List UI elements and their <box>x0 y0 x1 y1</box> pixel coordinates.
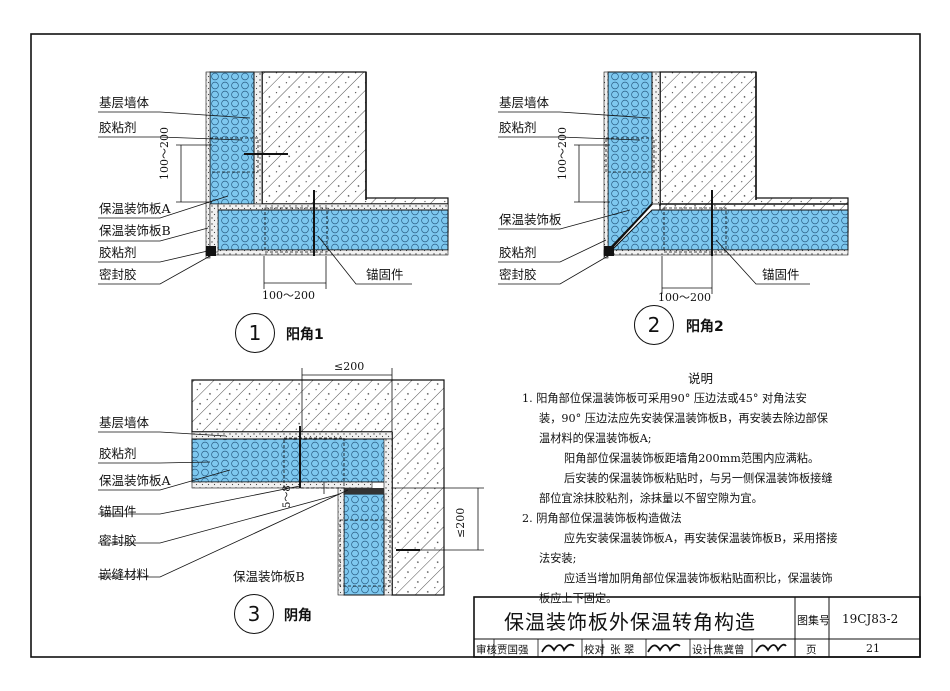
d3-board-a-label: 保温装饰板A <box>99 473 171 488</box>
d3-dim-top: ≤200 <box>334 360 365 373</box>
note-line: 应先安装保温装饰板A，再安装保温装饰板B，采用搭接 <box>564 532 838 545</box>
d2-number: 2 <box>634 305 674 345</box>
note-line: 应适当增加阴角部位保温装饰板粘贴面积比，保温装饰 <box>564 572 833 585</box>
notes-title: 说明 <box>688 371 714 386</box>
d3-anchor-label: 锚固件 <box>99 504 137 519</box>
reviewer-name: 贾国强 <box>497 644 529 656</box>
detail-3-section <box>98 368 484 596</box>
d2-adhesive-bottom-label: 胶粘剂 <box>499 245 537 260</box>
page-number: 21 <box>866 642 880 655</box>
d1-dim-horizontal: 100～200 <box>262 289 315 302</box>
d2-wall-label: 基层墙体 <box>499 95 550 110</box>
d1-sealant-label: 密封胶 <box>99 267 137 282</box>
d1-board-b-label: 保温装饰板B <box>99 223 171 238</box>
d2-adhesive-top-label: 胶粘剂 <box>499 120 537 135</box>
note-line: 2. 阴角部位保温装饰板构造做法 <box>522 512 682 525</box>
page-label: 页 <box>806 644 817 656</box>
d2-board-label: 保温装饰板 <box>499 212 562 227</box>
d1-board-a-label: 保温装饰板A <box>99 201 171 216</box>
detail-2-section <box>498 71 849 294</box>
d1-number: 1 <box>235 313 275 353</box>
d3-number: 3 <box>234 594 274 634</box>
d2-dim-horizontal: 100～200 <box>658 291 711 304</box>
note-line: 板应上下固定。 <box>539 592 618 605</box>
d3-joint-label: 嵌缝材料 <box>99 567 150 582</box>
note-line: 装，90° 压边法应先安装保温装饰板B，再安装去除边部保 <box>539 412 828 425</box>
drawing-title: 保温装饰板外保温转角构造 <box>504 610 756 634</box>
checker-name: 张 翠 <box>610 644 635 656</box>
title-block-grid <box>473 596 921 658</box>
checker-signature <box>647 643 681 653</box>
d1-adhesive-top-label: 胶粘剂 <box>99 120 137 135</box>
d1-adhesive-bottom-label: 胶粘剂 <box>99 245 137 260</box>
d3-board-b-label: 保温装饰板B <box>233 569 305 584</box>
note-line: 部位宜涂抹胶粘剂，涂抹量以不留空隙为宜。 <box>539 492 763 505</box>
d3-adhesive-label: 胶粘剂 <box>99 446 137 461</box>
note-line: 温材料的保温装饰板A; <box>539 432 652 445</box>
d3-sealant-label: 密封胶 <box>99 533 137 548</box>
d2-caption: 阳角2 <box>686 319 724 335</box>
d3-caption: 阴角 <box>284 608 312 624</box>
note-line: 后安装的保温装饰板粘贴时，与另一侧保温装饰板接缝 <box>564 472 833 485</box>
d1-anchor-label: 锚固件 <box>366 267 404 282</box>
detail-1-section <box>98 71 449 289</box>
d2-sealant-label: 密封胶 <box>499 267 537 282</box>
atlas-number: 19CJ83-2 <box>842 612 899 626</box>
atlas-label: 图集号 <box>797 614 830 627</box>
note-line: 法安装; <box>539 552 577 565</box>
designer-name: 焦冀曾 <box>713 644 745 656</box>
d3-dim-gap: 5～8 <box>282 485 293 508</box>
d3-wall-label: 基层墙体 <box>99 415 150 430</box>
reviewer-signature <box>541 643 575 653</box>
review-label: 审核 <box>476 644 497 656</box>
d2-dim-vertical: 100～200 <box>556 127 569 180</box>
note-line: 阳角部位保温装饰板距墙角200mm范围内应满粘。 <box>564 452 820 465</box>
d1-wall-label: 基层墙体 <box>99 95 150 110</box>
d2-anchor-label: 锚固件 <box>762 267 800 282</box>
designer-signature <box>755 643 787 653</box>
d1-caption: 阳角1 <box>286 327 324 343</box>
d1-dim-vertical: 100～200 <box>158 127 171 180</box>
note-line: 1. 阳角部位保温装饰板可采用90° 压边法或45° 对角法安 <box>522 392 807 405</box>
design-label: 设计 <box>692 644 713 656</box>
check-label: 校对 <box>584 644 605 656</box>
d3-dim-right: ≤200 <box>454 507 467 538</box>
